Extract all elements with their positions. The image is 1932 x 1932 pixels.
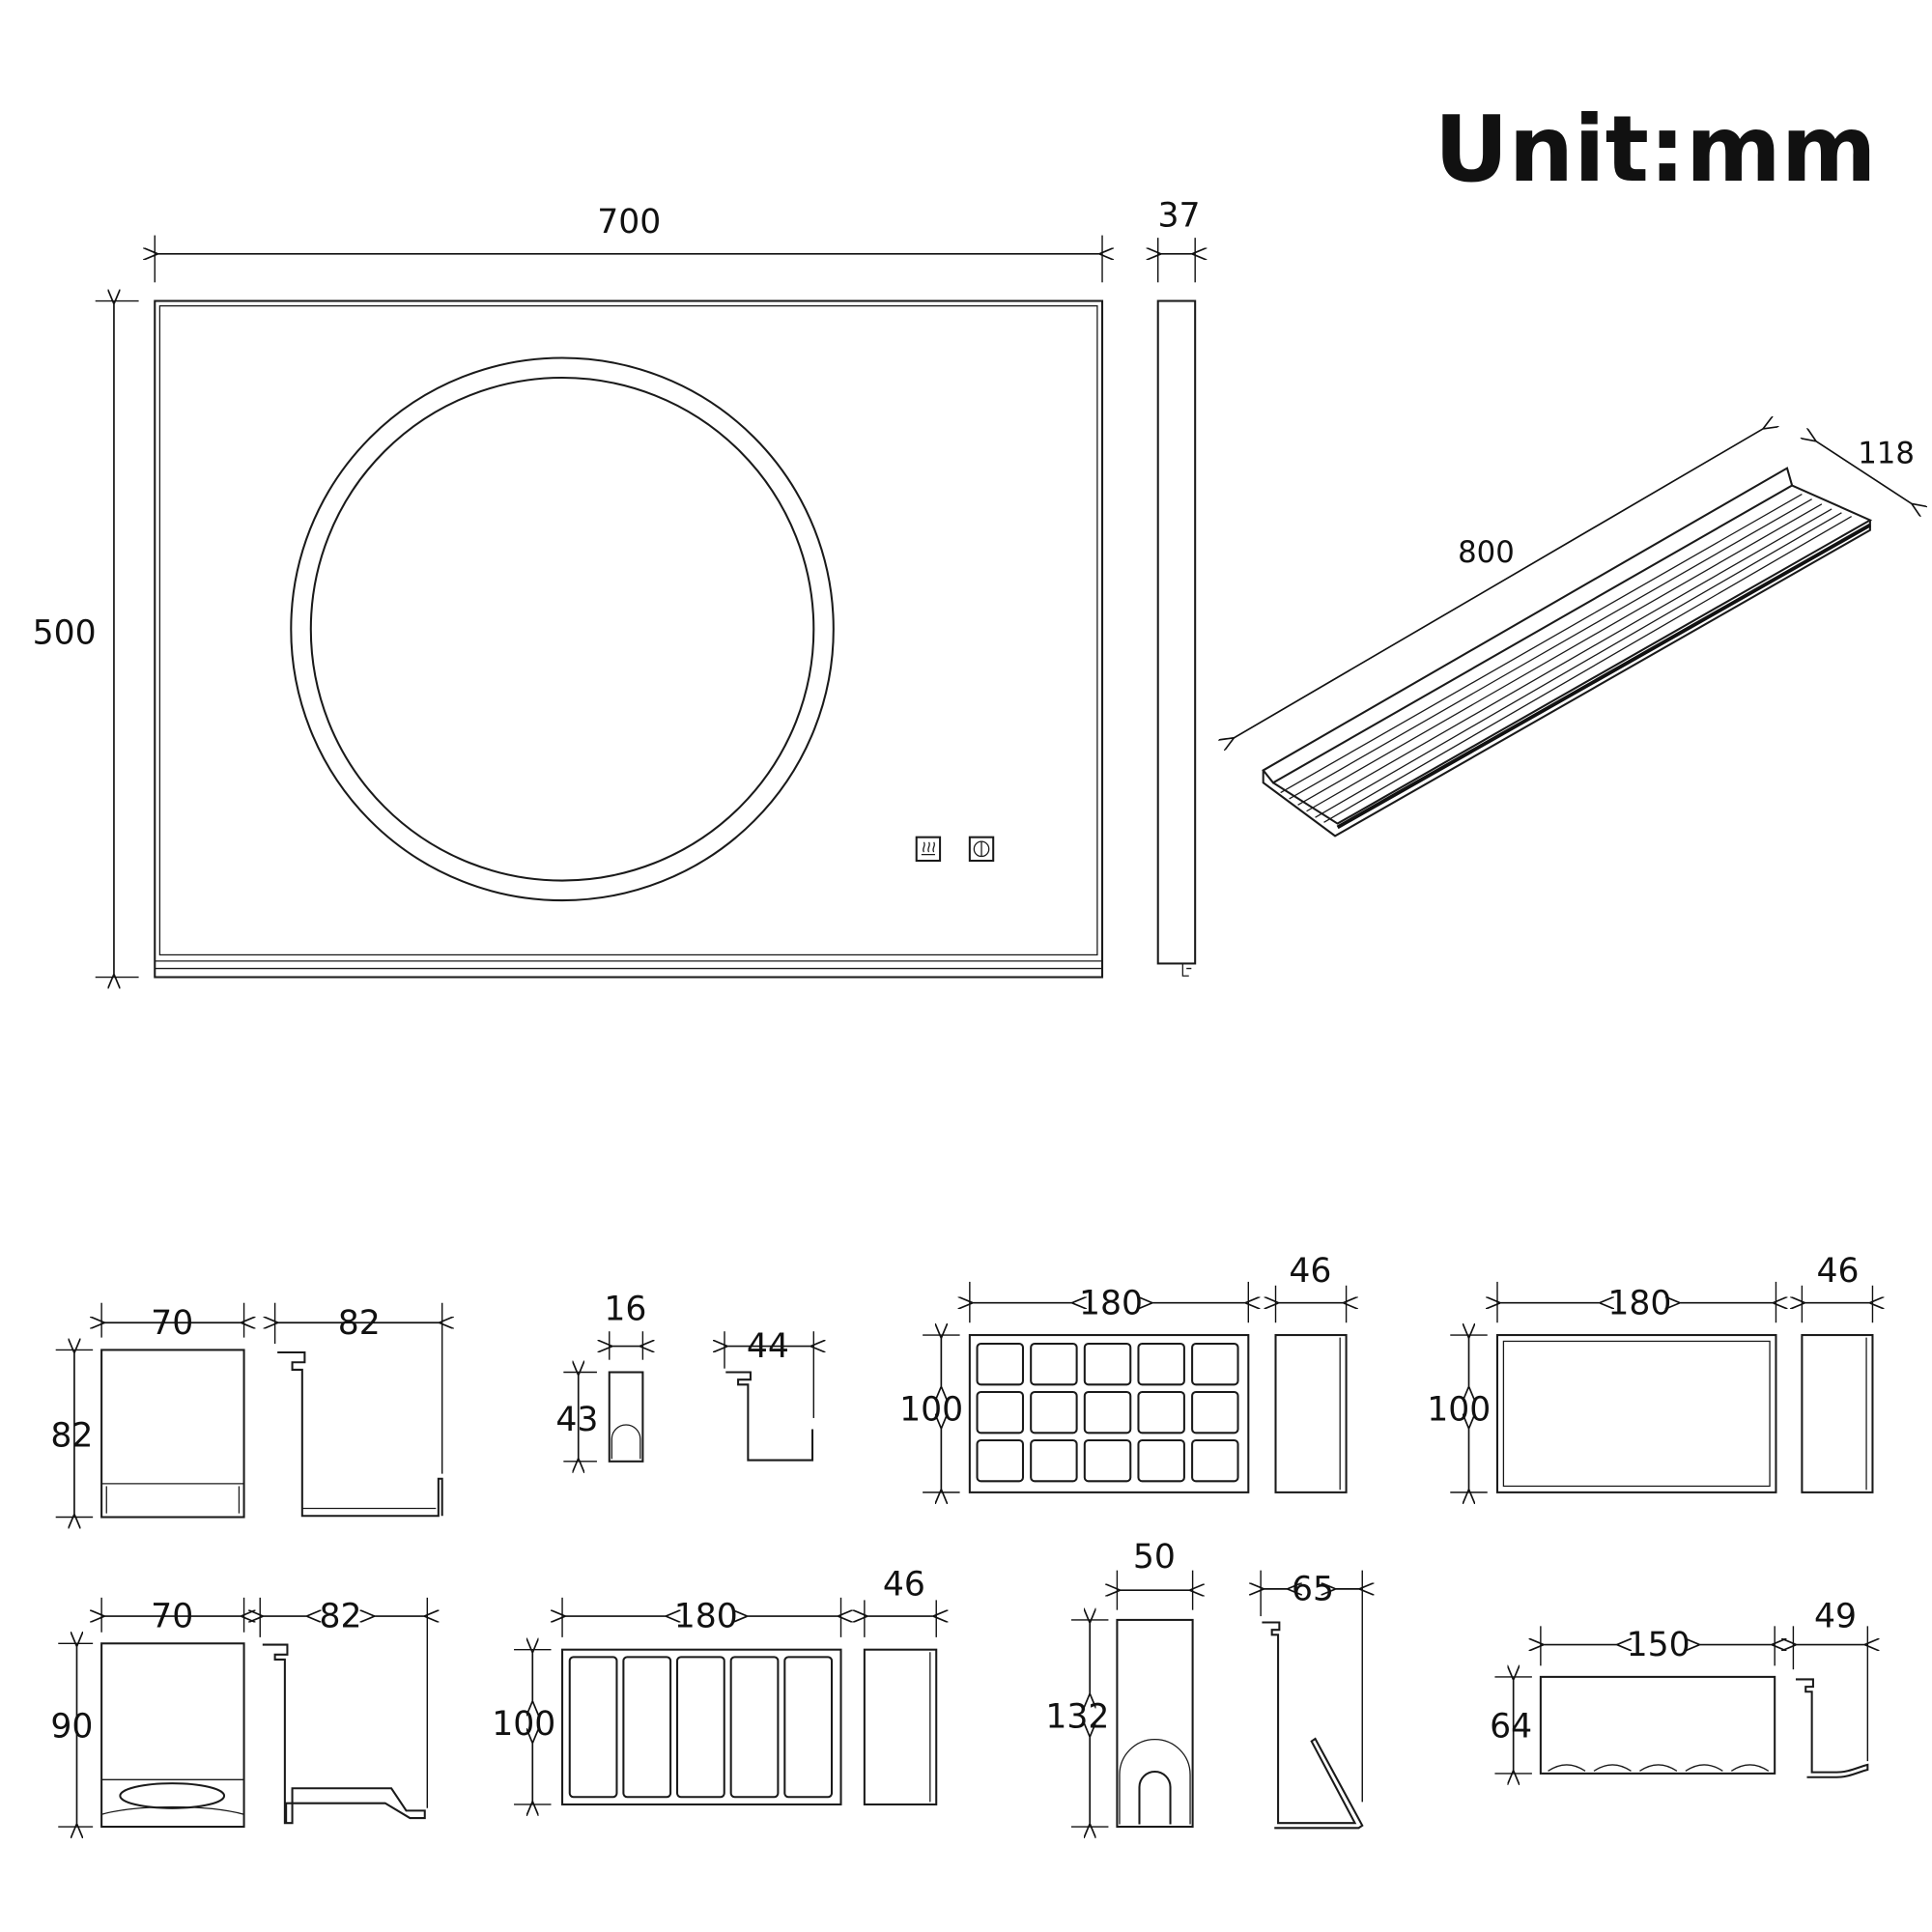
grid-cell	[1030, 1391, 1078, 1435]
cup-holder-front	[100, 1349, 245, 1519]
grid-cell	[1030, 1439, 1078, 1483]
power-icon	[968, 836, 995, 863]
grid-cell	[1191, 1343, 1239, 1386]
dryer-holder-height-label: 132	[1045, 1697, 1109, 1736]
grid-cell	[1083, 1391, 1132, 1435]
grid-box-depth-label: 46	[1289, 1252, 1331, 1291]
slot-box-depth-label: 46	[883, 1565, 925, 1604]
slot-cell	[675, 1656, 725, 1799]
shelf-length-label: 800	[1458, 535, 1515, 570]
tumbler-holder-height-label: 90	[50, 1708, 93, 1747]
brush-slot	[1639, 1764, 1678, 1772]
toothbrush-rack-width-label: 150	[1627, 1626, 1690, 1664]
hook-depth-label: 44	[747, 1327, 789, 1366]
cup-holder-depth-label: 82	[338, 1304, 381, 1343]
plain-box-side	[1801, 1334, 1874, 1493]
slot-cell	[729, 1656, 780, 1799]
mirror-front-view	[154, 299, 1104, 979]
plain-box-height-label: 100	[1427, 1391, 1491, 1430]
slot-cell	[622, 1656, 672, 1799]
slot-box-side	[863, 1648, 938, 1805]
tumbler-holder-front	[100, 1642, 245, 1829]
toothbrush-rack-height-label: 64	[1490, 1708, 1532, 1747]
slot-cell	[783, 1656, 834, 1799]
tumbler-holder-depth-label: 82	[320, 1598, 362, 1636]
brush-slot	[1685, 1764, 1723, 1772]
shelf-depth-label: 118	[1858, 436, 1915, 470]
cup-holder-height-label: 82	[50, 1416, 93, 1455]
grid-cell	[1191, 1391, 1239, 1435]
grid-cell	[976, 1391, 1025, 1435]
tumbler-holder-profile	[262, 1643, 426, 1825]
slot-box-height-label: 100	[492, 1705, 555, 1744]
dryer-holder-profile	[1262, 1621, 1364, 1830]
cup-holder-width-label: 70	[151, 1304, 193, 1343]
grid-cell	[976, 1343, 1025, 1386]
grid-cell	[976, 1439, 1025, 1483]
toothbrush-rack-depth-label: 49	[1814, 1598, 1857, 1636]
unit-label: Unit:mm	[1435, 97, 1877, 203]
tumbler-holder-width-label: 70	[151, 1598, 193, 1636]
plain-box-front	[1495, 1334, 1777, 1493]
toothbrush-rack-front	[1539, 1675, 1776, 1775]
brush-slot	[1593, 1764, 1632, 1772]
grid-cell	[1137, 1343, 1185, 1386]
toothbrush-rack-profile	[1795, 1678, 1869, 1778]
cup-holder-profile	[277, 1350, 443, 1518]
grid-cell	[1083, 1439, 1132, 1483]
slot-box-front	[561, 1648, 842, 1805]
shelf-drawing	[1262, 467, 1873, 838]
grid-box-width-label: 180	[1079, 1284, 1143, 1322]
plain-box-depth-label: 46	[1817, 1252, 1860, 1291]
grid-cell	[1137, 1439, 1185, 1483]
dryer-holder-front	[1116, 1618, 1194, 1829]
grid-cell	[1083, 1343, 1132, 1386]
defog-icon	[915, 836, 942, 863]
brush-slot	[1548, 1764, 1586, 1772]
plain-box-width-label: 180	[1607, 1284, 1671, 1322]
mirror-height-label: 500	[33, 614, 97, 653]
grid-box-front	[968, 1334, 1250, 1493]
slot-cell	[568, 1656, 618, 1799]
mirror-depth-label: 37	[1157, 197, 1200, 236]
mirror-side-view	[1156, 299, 1197, 977]
grid-box-height-label: 100	[899, 1391, 963, 1430]
dryer-holder-width-label: 50	[1133, 1538, 1176, 1577]
brush-slot	[1730, 1764, 1770, 1772]
hook-height-label: 43	[555, 1401, 598, 1439]
grid-box-side	[1274, 1334, 1348, 1493]
hook-profile	[725, 1371, 814, 1462]
mirror-width-label: 700	[597, 203, 661, 242]
dryer-holder-depth-label: 65	[1292, 1570, 1334, 1608]
grid-cell	[1030, 1343, 1078, 1386]
slot-box-width-label: 180	[674, 1598, 738, 1636]
grid-cell	[1191, 1439, 1239, 1483]
hook-front	[608, 1371, 644, 1463]
grid-cell	[1137, 1391, 1185, 1435]
hook-width-label: 16	[604, 1291, 646, 1329]
